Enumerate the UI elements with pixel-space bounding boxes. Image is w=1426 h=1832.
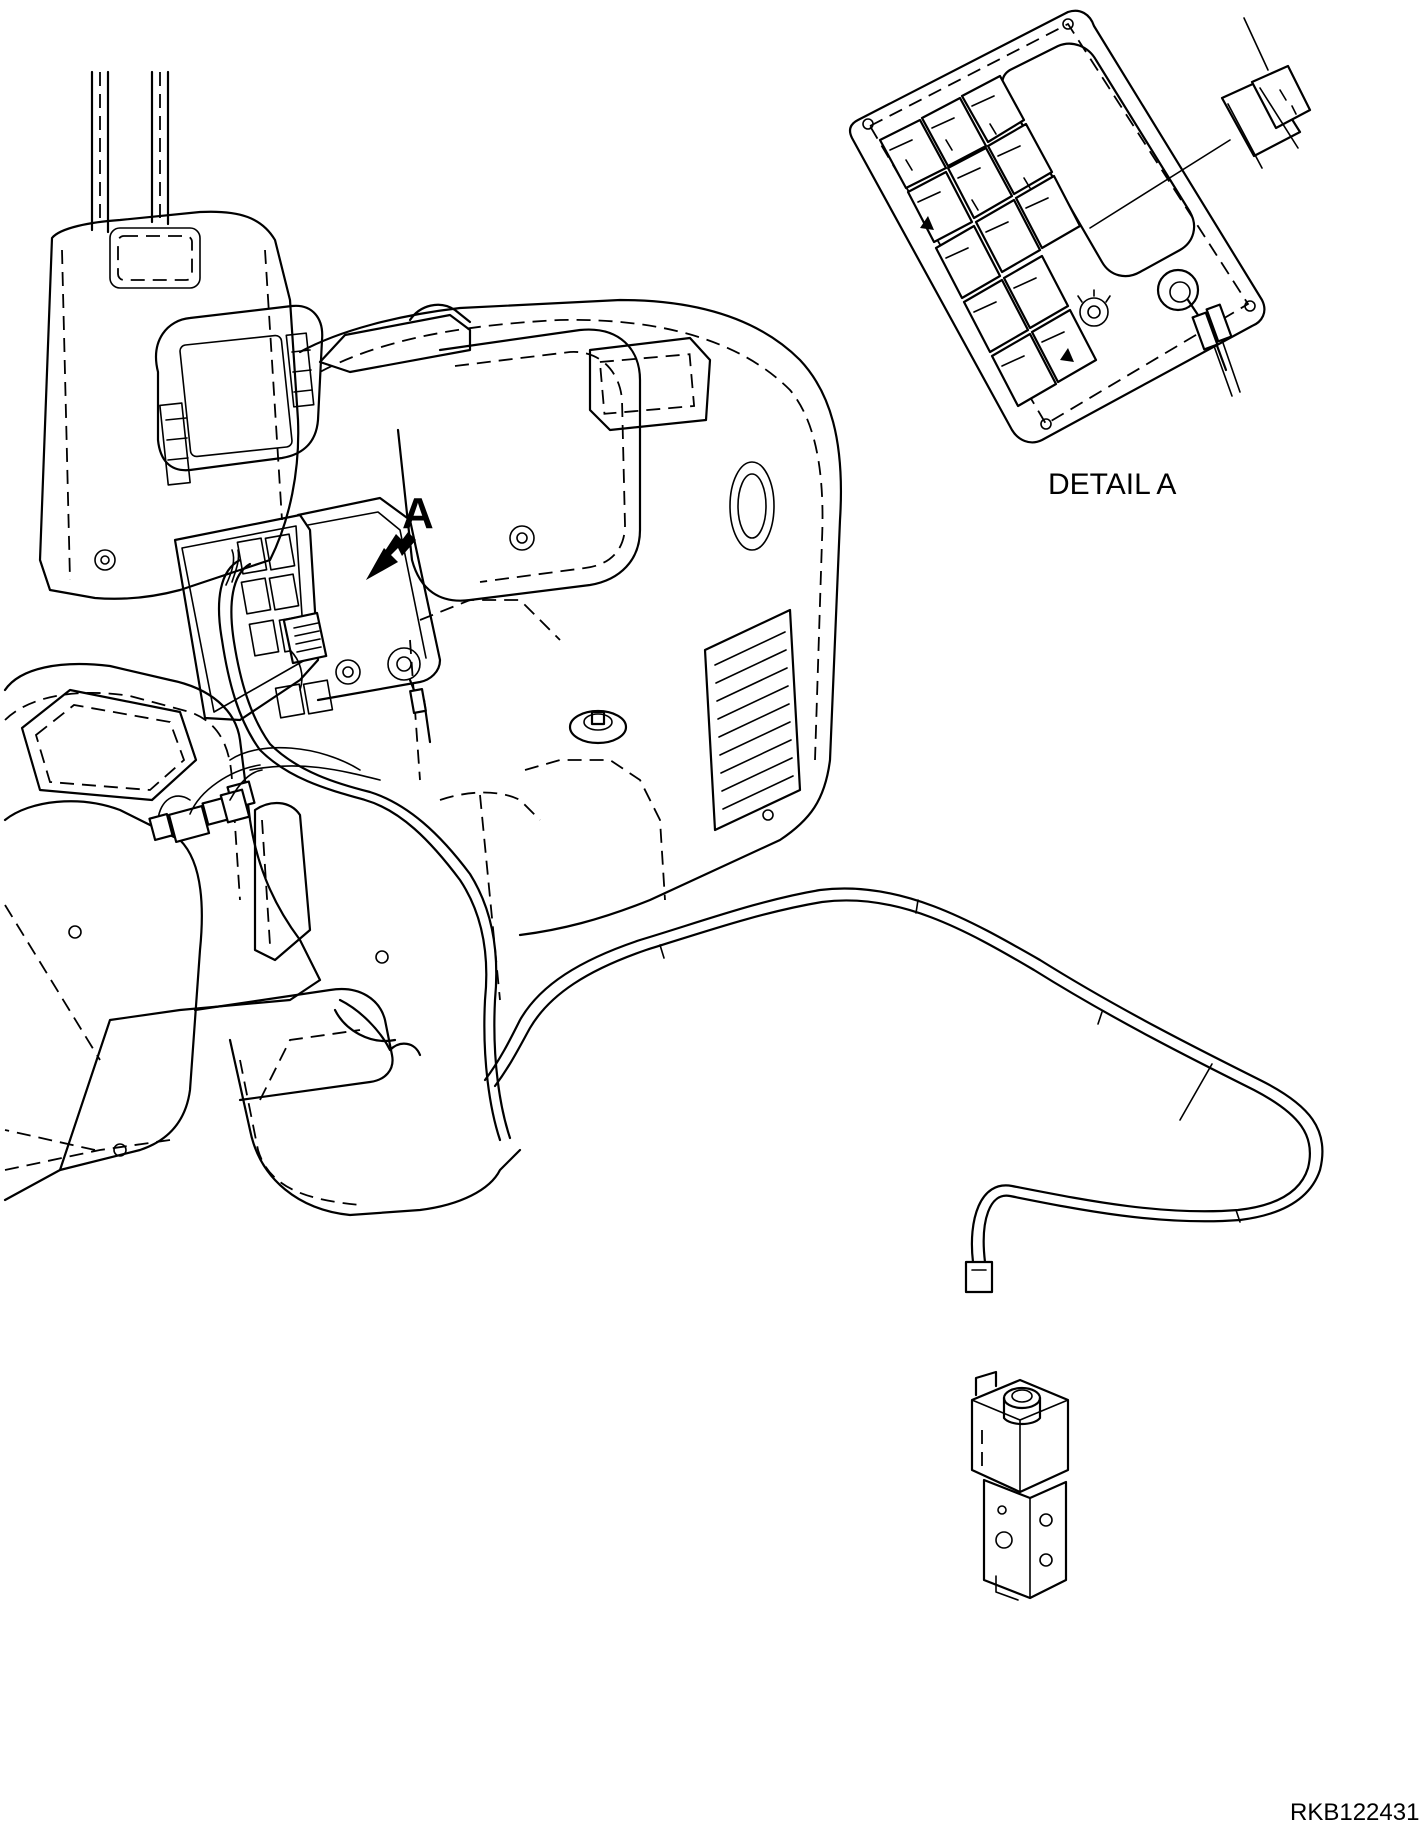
callout-a: A (366, 489, 434, 580)
solenoid-valve (970, 1370, 1070, 1601)
wire-harness (148, 549, 1324, 1294)
callout-label-a: A (402, 489, 434, 538)
vent-grille (703, 608, 802, 832)
drawing-number: RKB122431 (1290, 1799, 1419, 1826)
monitor (155, 304, 324, 486)
harness-leader-line (1179, 1063, 1213, 1121)
detail-a-title: DETAIL A (1048, 468, 1176, 501)
switch-panel (173, 496, 442, 744)
detail-a: DETAIL A (848, 9, 1312, 501)
machine-body (3, 70, 843, 1217)
rocker-switch-grid (878, 74, 1098, 408)
